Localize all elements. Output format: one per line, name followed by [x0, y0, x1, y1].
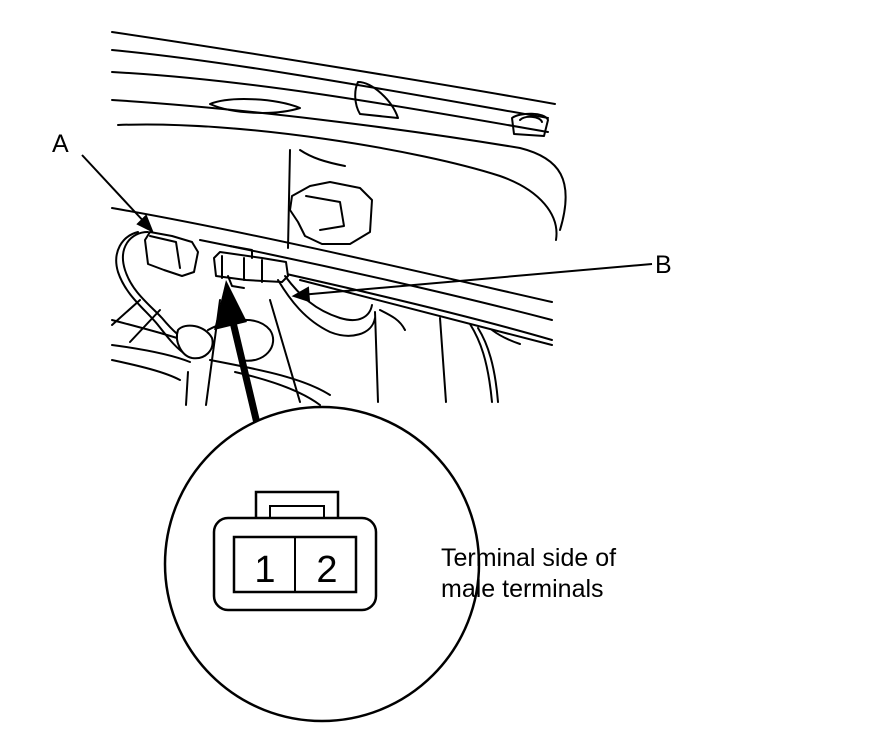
caption-line-1: Terminal side of: [441, 544, 616, 572]
connector-a: [115, 231, 214, 360]
terminal-1-label: 1: [254, 549, 275, 591]
leader-lines: [81, 154, 653, 303]
arrowhead-b: [291, 286, 311, 303]
arrowhead-a: [136, 214, 154, 234]
terminal-2-label: 2: [316, 549, 337, 591]
zoom-pointer-arrow: [214, 280, 264, 437]
vehicle-body-illustration: [111, 31, 567, 406]
callout-a-label: A: [52, 130, 69, 158]
connector-face-view: [163, 405, 481, 723]
leader-line-a: [81, 154, 149, 227]
callout-b-label: B: [655, 251, 672, 279]
connector-b: [213, 245, 376, 337]
caption-line-2: male terminals: [441, 575, 604, 603]
leader-line-b: [299, 263, 653, 296]
